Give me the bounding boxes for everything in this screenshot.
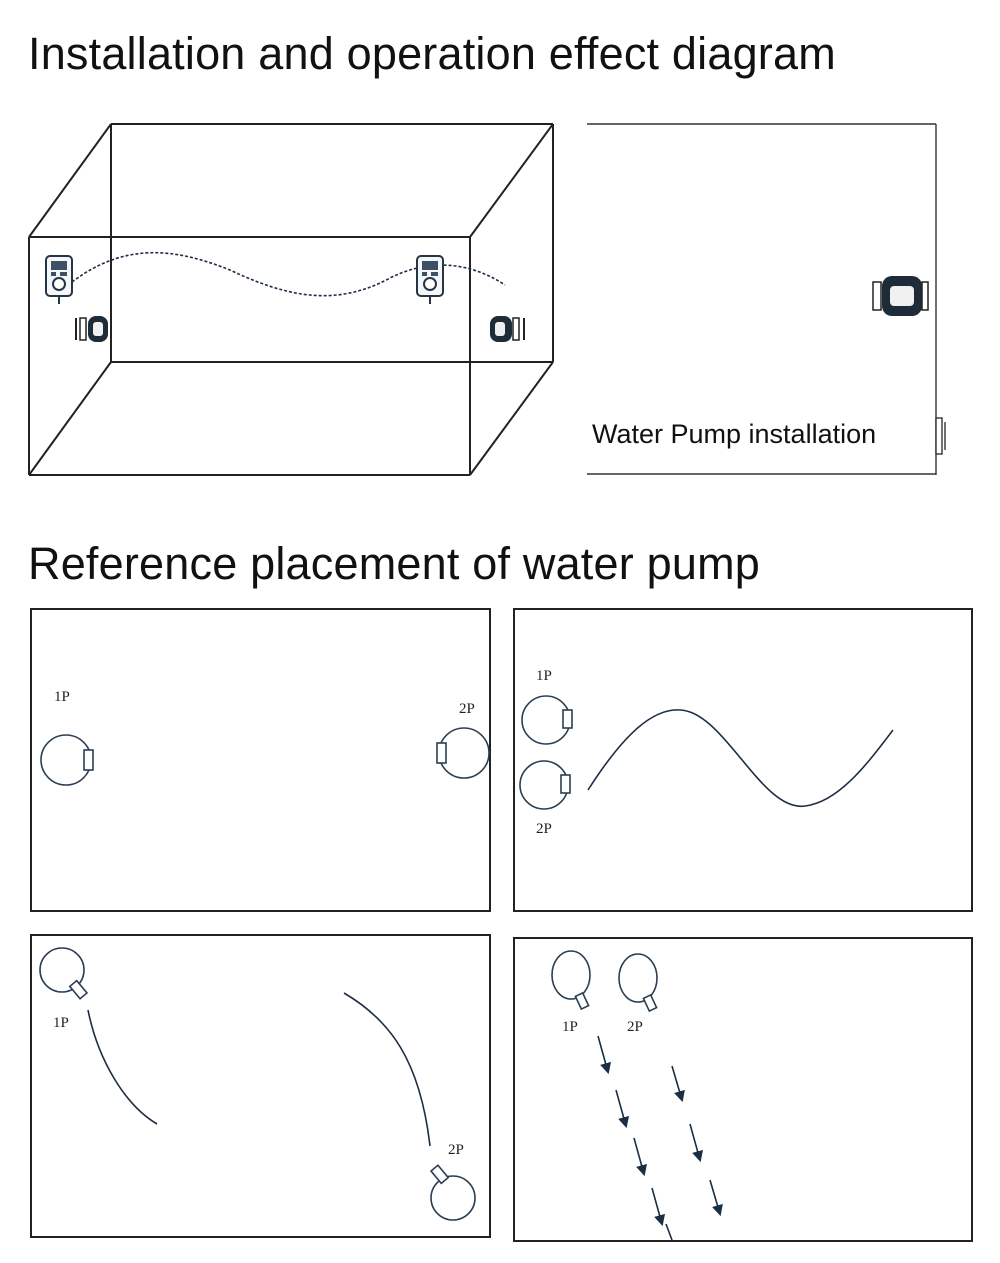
pump-label-2p: 2P — [536, 821, 552, 837]
flow-arrows-2p — [671, 1065, 723, 1217]
pump-symbol-icon — [429, 1164, 476, 1221]
water-pump-head-icon — [872, 276, 929, 316]
pump-symbol-icon — [39, 947, 89, 1000]
placement-panel-wave-flow: 1P 2P — [513, 608, 973, 912]
flow-wave-top — [71, 251, 506, 297]
water-pump-head-icon — [75, 316, 108, 342]
aquarium-side-view: Water Pump installation — [587, 123, 946, 475]
flow-arc — [343, 992, 431, 1147]
water-pump-head-icon — [490, 316, 525, 342]
pump-symbol-icon — [521, 695, 573, 745]
pump-label-2p: 2P — [627, 1019, 643, 1035]
pump-symbol-icon — [519, 760, 571, 810]
placement-panel-opposite-walls: 1P 2P — [30, 608, 491, 912]
pump-symbol-icon — [436, 727, 490, 779]
pump-label-2p: 2P — [448, 1142, 464, 1158]
pump-controller-edge-icon — [935, 417, 946, 455]
pump-symbol-icon — [40, 734, 94, 786]
pump-symbol-icon — [618, 953, 658, 1013]
pump-label-1p: 1P — [53, 1015, 69, 1031]
pump-controller-icon — [45, 255, 73, 304]
pump-symbol-icon — [551, 950, 591, 1011]
side-view-caption: Water Pump installation — [592, 419, 876, 449]
pump-label-2p: 2P — [459, 701, 475, 717]
heading-reference-placement: Reference placement of water pump — [28, 538, 760, 589]
flow-wave — [587, 709, 894, 807]
pump-label-1p: 1P — [562, 1019, 578, 1035]
placement-panel-diagonal-corners: 1P 2P — [30, 934, 491, 1238]
aquarium-3d-view — [28, 123, 554, 476]
placement-panel-parallel-flow: 1P 2P — [513, 937, 973, 1242]
flow-arc — [87, 1009, 158, 1125]
heading-installation-diagram: Installation and operation effect diagra… — [28, 28, 836, 79]
pump-controller-icon — [416, 255, 444, 304]
pump-label-1p: 1P — [54, 689, 70, 705]
pump-label-1p: 1P — [536, 668, 552, 684]
flow-arrows-1p — [597, 1035, 673, 1241]
